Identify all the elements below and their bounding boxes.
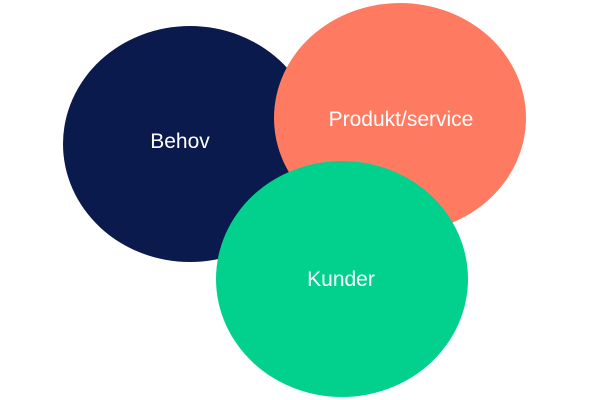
circle-kunder <box>216 161 468 397</box>
label-behov: Behov <box>150 130 210 153</box>
label-kunder: Kunder <box>307 268 375 291</box>
label-produkt-service: Produkt/service <box>329 108 474 131</box>
